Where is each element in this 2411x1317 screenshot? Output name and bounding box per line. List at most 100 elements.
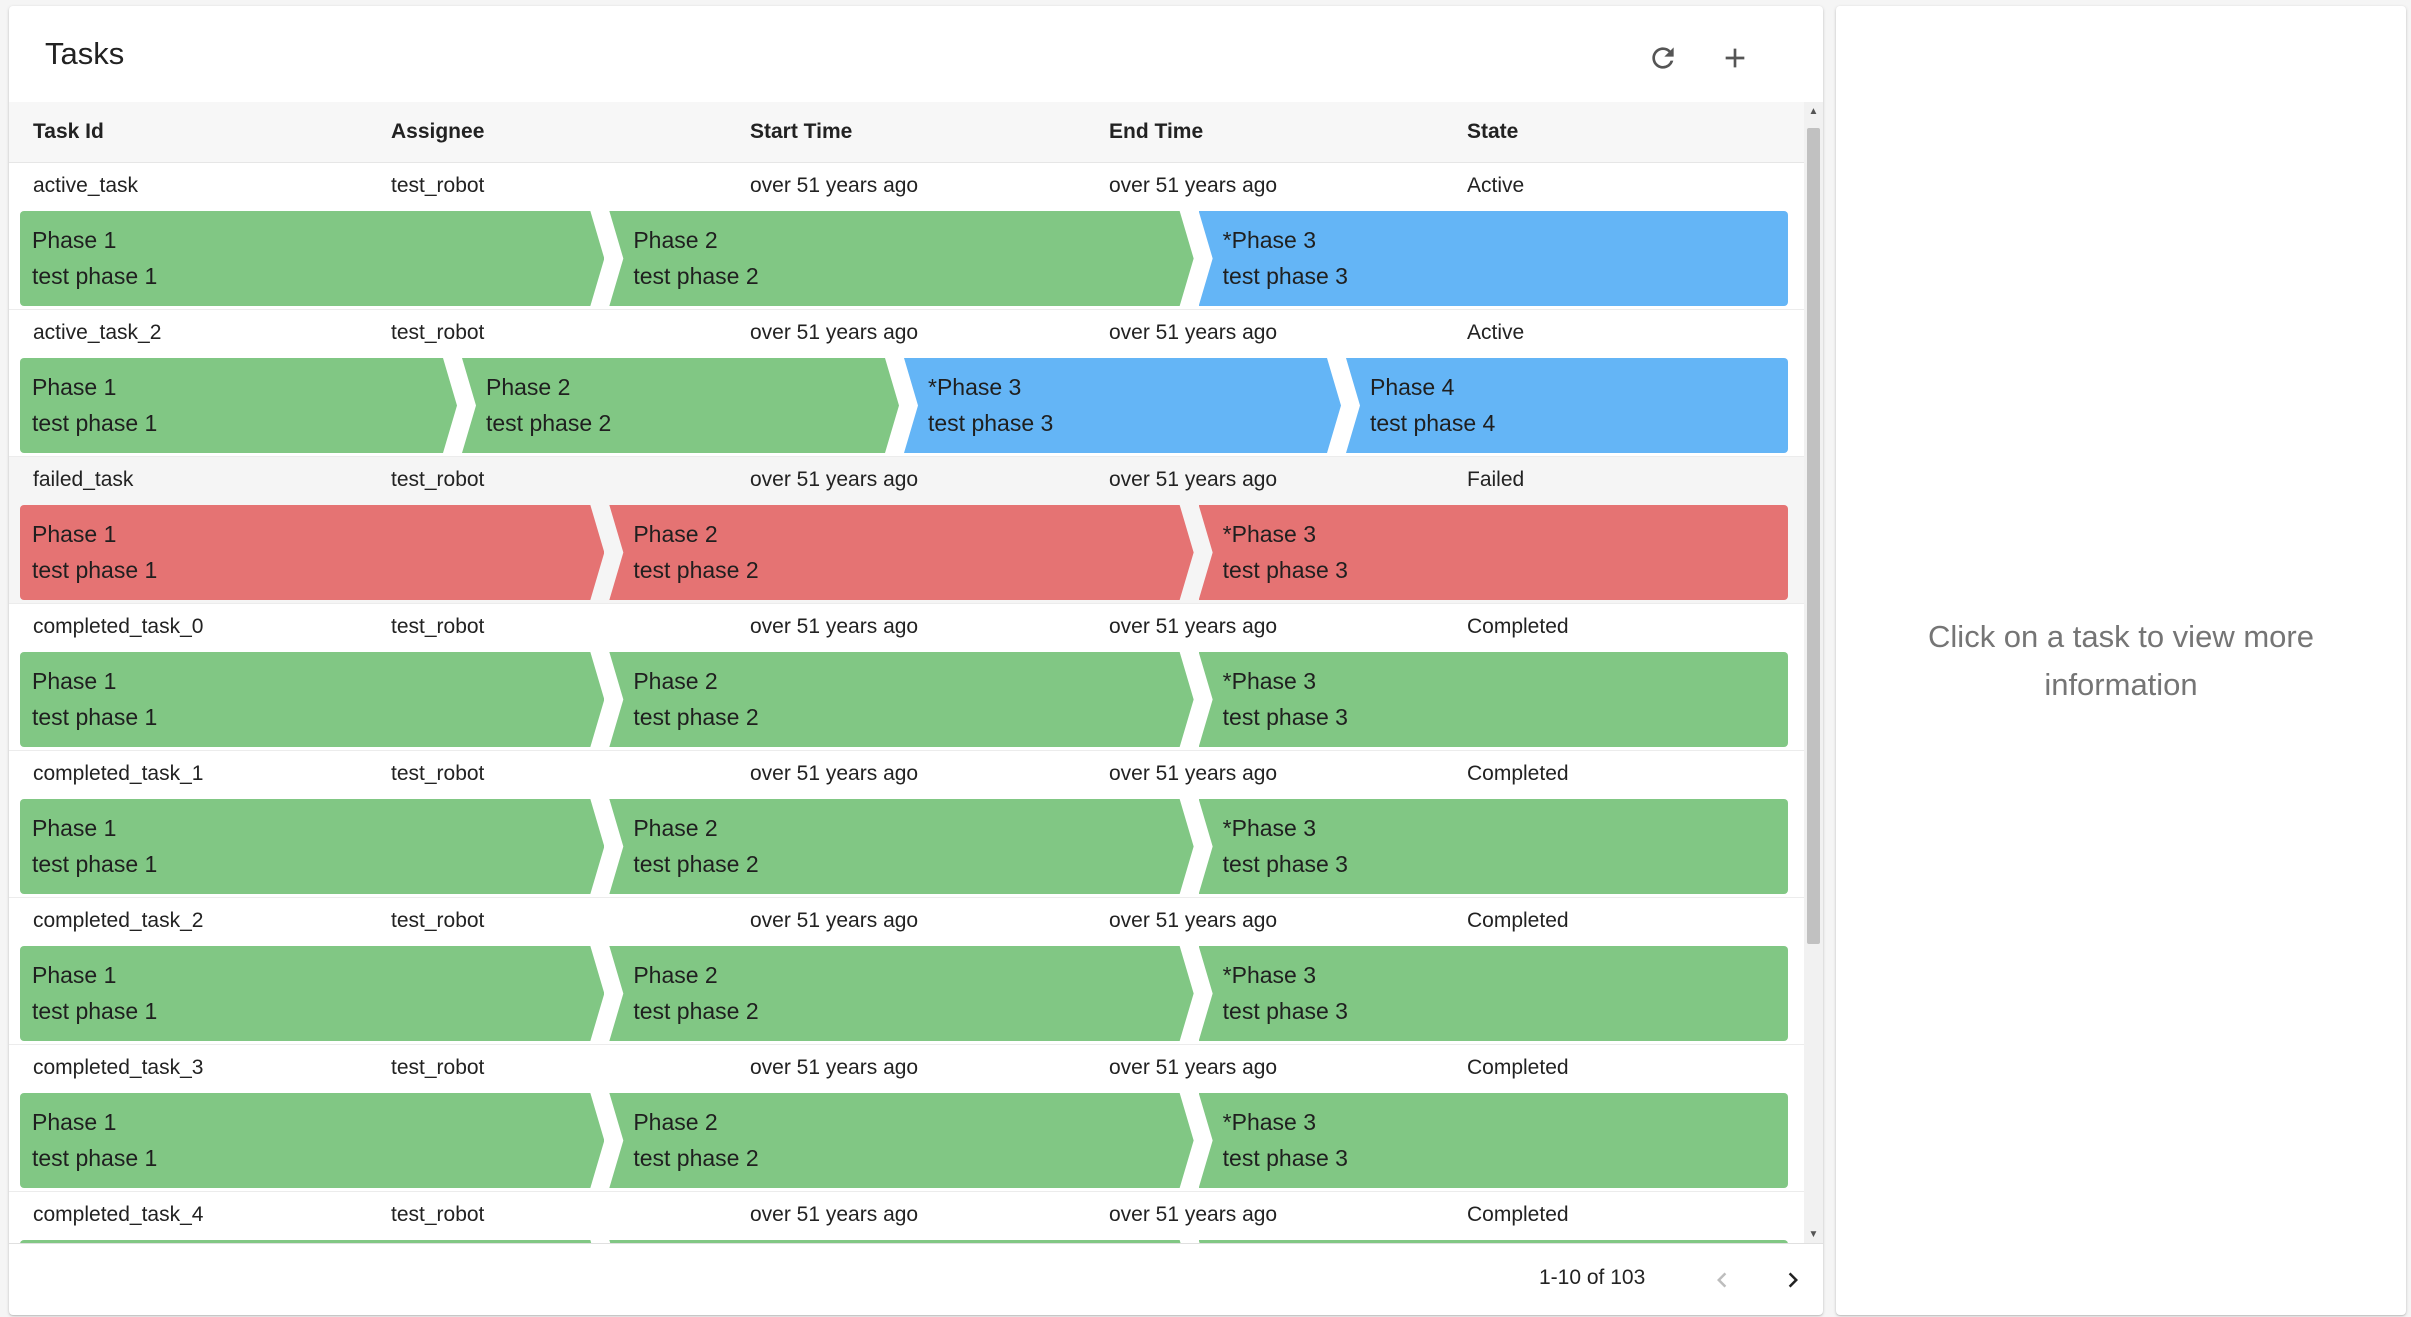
scroll-up-arrow-icon[interactable]: ▲ bbox=[1808, 105, 1819, 117]
assignee-cell: test_robot bbox=[391, 1056, 485, 1079]
column-header-end-time[interactable]: End Time bbox=[1109, 120, 1204, 143]
phase-description: test phase 1 bbox=[32, 851, 158, 877]
assignee-cell: test_robot bbox=[391, 615, 485, 638]
scrollbar-thumb[interactable] bbox=[1807, 128, 1820, 944]
end-time-cell: over 51 years ago bbox=[1109, 1203, 1278, 1226]
phase-chip: Phase 1 test phase 1 bbox=[20, 799, 604, 894]
phase-title: Phase 1 bbox=[32, 815, 117, 841]
phase-title: Phase 4 bbox=[1370, 374, 1455, 400]
phase-description: test phase 2 bbox=[633, 998, 759, 1024]
column-header-state[interactable]: State bbox=[1467, 120, 1519, 143]
phase-description: test phase 2 bbox=[633, 851, 759, 877]
state-cell: Completed bbox=[1467, 909, 1569, 932]
task-id-cell: active_task_2 bbox=[33, 321, 162, 344]
task-id-cell: failed_task bbox=[33, 468, 134, 491]
phase-title: Phase 2 bbox=[633, 1109, 718, 1135]
phase-title: *Phase 3 bbox=[1222, 1109, 1317, 1135]
phase-timeline: Phase 1 test phase 1 Phase 2 test phase 2 *P… bbox=[20, 799, 1788, 894]
phase-description: test phase 2 bbox=[633, 263, 759, 289]
phase-chip: Phase 1 test phase 1 bbox=[20, 652, 604, 747]
start-time-cell: over 51 years ago bbox=[750, 762, 919, 785]
chevron-right-icon bbox=[1788, 1272, 1798, 1288]
phase-timeline: Phase 1 test phase 1 Phase 2 test phase 2 *P… bbox=[20, 211, 1788, 306]
end-time-cell: over 51 years ago bbox=[1109, 1056, 1278, 1079]
next-page-button[interactable] bbox=[1769, 1256, 1817, 1304]
task-id-cell: completed_task_0 bbox=[33, 615, 204, 638]
page-title: Tasks bbox=[45, 36, 125, 71]
phase-description: test phase 2 bbox=[633, 1145, 759, 1171]
column-header-assignee[interactable]: Assignee bbox=[391, 120, 485, 143]
start-time-cell: over 51 years ago bbox=[750, 468, 919, 491]
column-header-start-time[interactable]: Start Time bbox=[750, 120, 853, 143]
refresh-button[interactable] bbox=[1635, 30, 1691, 86]
phase-description: test phase 1 bbox=[32, 704, 158, 730]
phase-title: Phase 1 bbox=[32, 1109, 117, 1135]
phase-description: test phase 1 bbox=[32, 410, 158, 436]
task-id-cell: completed_task_4 bbox=[33, 1203, 204, 1226]
end-time-cell: over 51 years ago bbox=[1109, 615, 1278, 638]
task-info: completed_task_0 test_robot over 51 years … bbox=[9, 604, 1804, 650]
column-header-task-id[interactable]: Task Id bbox=[33, 120, 104, 143]
phase-chip: Phase 2 test phase 2 bbox=[609, 799, 1193, 894]
add-task-button[interactable] bbox=[1707, 30, 1763, 86]
phase-timeline: Phase 1 test phase 1 Phase 2 test phase 2 *P… bbox=[20, 1093, 1788, 1188]
phase-title: Phase 2 bbox=[633, 815, 718, 841]
phase-chip: Phase 1 test phase 1 bbox=[20, 1093, 604, 1188]
end-time-cell: over 51 years ago bbox=[1109, 174, 1278, 197]
phase-title: *Phase 3 bbox=[928, 374, 1022, 400]
task-id-cell: completed_task_2 bbox=[33, 909, 204, 932]
previous-page-button[interactable] bbox=[1698, 1256, 1746, 1304]
phase-title: *Phase 3 bbox=[1222, 227, 1317, 253]
phase-description: test phase 1 bbox=[32, 263, 158, 289]
end-time-cell: over 51 years ago bbox=[1109, 762, 1278, 785]
assignee-cell: test_robot bbox=[391, 321, 485, 344]
state-cell: Active bbox=[1467, 321, 1525, 344]
phase-chip: Phase 1 test phase 1 bbox=[20, 358, 457, 453]
phase-description: test phase 4 bbox=[1370, 410, 1496, 436]
phase-chip: Phase 4 test phase 4 bbox=[1346, 358, 1788, 453]
phase-title: Phase 1 bbox=[32, 668, 117, 694]
phase-title: Phase 2 bbox=[486, 374, 571, 400]
phase-title: Phase 2 bbox=[633, 227, 718, 253]
phase-description: test phase 3 bbox=[1222, 998, 1348, 1024]
refresh-icon bbox=[1652, 47, 1674, 69]
phase-title: Phase 1 bbox=[32, 227, 117, 253]
phase-description: test phase 2 bbox=[633, 557, 759, 583]
phase-description: test phase 1 bbox=[32, 1145, 158, 1171]
phase-title: Phase 1 bbox=[32, 374, 117, 400]
chevron-left-icon bbox=[1717, 1272, 1727, 1288]
scroll-down-arrow-icon[interactable]: ▼ bbox=[1808, 1228, 1819, 1240]
table-scrollbar[interactable]: ▲ ▼ bbox=[1804, 102, 1823, 1243]
phase-description: test phase 3 bbox=[1222, 704, 1348, 730]
start-time-cell: over 51 years ago bbox=[750, 1203, 919, 1226]
table-row[interactable]: completed_task_0 test_robot over 51 years … bbox=[9, 604, 1804, 751]
detail-placeholder: Click on a task to view more information bbox=[1928, 618, 2314, 702]
state-cell: Active bbox=[1467, 174, 1525, 197]
phase-title: *Phase 3 bbox=[1222, 962, 1317, 988]
